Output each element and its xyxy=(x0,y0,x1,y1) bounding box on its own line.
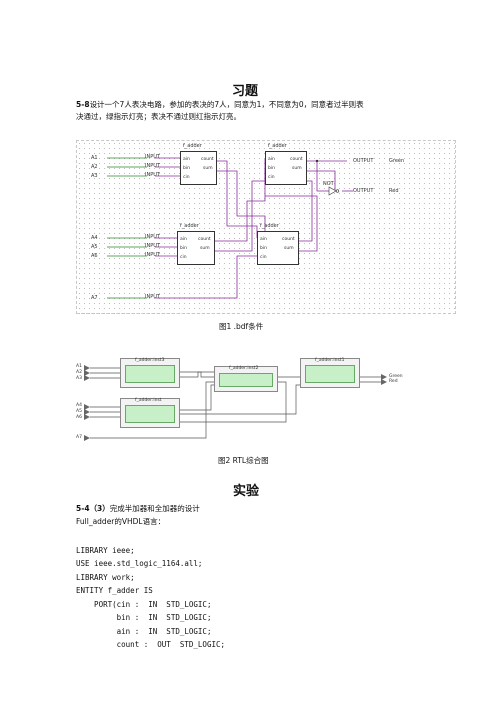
rtl-block-title: f_adder:inst3 xyxy=(135,358,165,363)
rtl-diagram: A1 A2 A3 A4 A5 A6 A7 f_adder:inst3 f_add… xyxy=(76,352,426,448)
exercise-label: 5-8 xyxy=(76,100,90,109)
pin-cin: cin xyxy=(260,255,267,260)
rtl-block-title: f_adder:inst2 xyxy=(229,366,259,371)
input-a6-label: A6 xyxy=(91,253,98,259)
pin-ain: ain xyxy=(180,237,187,242)
pin-ain: ain xyxy=(183,157,190,162)
bdf-wires xyxy=(107,157,353,299)
exercise-paragraph: 5-8设计一个7人表决电路，参加的表决的7人，同意为1，不同意为0，同意者过半则… xyxy=(76,99,456,123)
input-tag: INPUT xyxy=(145,252,160,258)
f-adder-block-inst1: f_adder ain bin cin count sum xyxy=(177,223,215,265)
code-line: LIBRARY ieee; xyxy=(76,545,135,555)
caption-figure-1: 图1 .bdf条件 xyxy=(219,322,264,331)
vhdl-code: LIBRARY ieee; USE ieee.std_logic_1164.all… xyxy=(76,530,225,665)
code-line: LIBRARY work; xyxy=(76,572,135,582)
code-line: count : OUT STD_LOGIC; xyxy=(76,640,226,649)
rtl-block-inst1: f_adder:inst1 xyxy=(300,358,360,388)
exercise-text-line1: 设计一个7人表决电路，参加的表决的7人，同意为1，不同意为0，同意者过半则表 xyxy=(89,100,364,109)
rtl-block-title: f_adder:inst1 xyxy=(315,358,345,363)
input-tag: INPUT xyxy=(145,163,160,169)
pin-count: count xyxy=(201,157,214,162)
pin-sum: sum xyxy=(284,246,294,251)
code-line: PORT(cin : IN STD_LOGIC; xyxy=(76,599,212,609)
rtl-input-a4: A4 xyxy=(76,403,82,408)
output-red-label: Red xyxy=(389,188,399,194)
experiment-subtitle: Full_adder的VHDL语言： xyxy=(76,517,166,526)
rtl-block-title: f_adder:inst xyxy=(135,398,162,403)
experiment-text: 完成半加器和全加器的设计 xyxy=(109,504,200,513)
code-line: ENTITY f_adder IS xyxy=(76,586,153,595)
input-a7-label: A7 xyxy=(91,295,98,301)
heading-experiment: 实验 xyxy=(233,484,260,499)
rtl-input-a7: A7 xyxy=(76,435,82,440)
code-line: bin : IN STD_LOGIC; xyxy=(76,613,212,622)
rtl-input-a3: A3 xyxy=(76,376,82,381)
pin-bin: bin xyxy=(268,166,275,171)
pin-sum: sum xyxy=(200,246,210,251)
experiment-line: 5-4（3）完成半加器和全加器的设计 xyxy=(76,503,200,515)
f-adder-block-inst3: f_adder ain bin cin count sum xyxy=(257,223,299,265)
pin-cin: cin xyxy=(180,255,187,260)
pin-ain: ain xyxy=(268,157,275,162)
pin-cin: cin xyxy=(268,175,275,180)
output-tag: OUTPUT xyxy=(353,158,374,164)
pin-cin: cin xyxy=(183,175,190,180)
pin-count: count xyxy=(198,237,211,242)
pin-count: count xyxy=(282,237,295,242)
experiment-label: 5-4（3） xyxy=(76,504,110,513)
caption-figure-2: 图2 RTL综合图 xyxy=(218,456,269,465)
rtl-block-inst3: f_adder:inst3 xyxy=(120,358,180,388)
input-a4-label: A4 xyxy=(91,235,98,241)
exercise-text-line2: 决通过，绿指示灯亮；表决不通过则红指示灯亮。 xyxy=(76,112,241,121)
pin-sum: sum xyxy=(203,166,213,171)
rtl-block-inst2: f_adder:inst2 xyxy=(214,366,278,392)
rtl-input-a1: A1 xyxy=(76,364,82,369)
input-tag: INPUT xyxy=(145,154,160,160)
pin-count: count xyxy=(290,157,303,162)
input-tag: INPUT xyxy=(145,234,160,240)
rtl-input-a2: A2 xyxy=(76,370,82,375)
pin-bin: bin xyxy=(180,246,187,251)
f-adder-block-inst: f_adder ain bin cin count sum xyxy=(180,143,217,185)
output-tag: OUTPUT xyxy=(353,188,374,194)
output-green-label: Green xyxy=(389,158,405,164)
rtl-output-green: Green xyxy=(389,374,403,379)
input-tag: INPUT xyxy=(145,243,160,249)
code-line: USE ieee.std_logic_1164.all; xyxy=(76,559,203,568)
pin-bin: bin xyxy=(183,166,190,171)
rtl-output-red: Red xyxy=(389,379,398,384)
input-tag: INPUT xyxy=(145,172,160,178)
block-title: f_adder xyxy=(260,223,279,229)
bdf-schematic: A1 A2 A3 A4 A5 A6 A7 INPUT INPUT INPUT I… xyxy=(76,140,456,314)
rtl-wires xyxy=(84,365,387,441)
heading-exercises: 习题 xyxy=(232,84,259,99)
not-gate-label: NOT xyxy=(323,181,334,187)
code-line: ain : IN STD_LOGIC; xyxy=(76,626,212,636)
input-a2-label: A2 xyxy=(91,164,98,170)
block-title: f_adder xyxy=(268,143,287,149)
f-adder-block-inst2: f_adder ain bin cin count sum xyxy=(265,143,307,185)
input-a1-label: A1 xyxy=(91,155,98,161)
pin-ain: ain xyxy=(260,237,267,242)
rtl-input-a5: A5 xyxy=(76,409,82,414)
pin-bin: bin xyxy=(260,246,267,251)
input-tag: INPUT xyxy=(145,294,160,300)
input-a5-label: A5 xyxy=(91,244,98,250)
block-title: f_adder xyxy=(183,143,202,149)
block-title: f_adder xyxy=(180,223,199,229)
pin-sum: sum xyxy=(292,166,302,171)
input-a3-label: A3 xyxy=(91,173,98,179)
rtl-block-inst: f_adder:inst xyxy=(120,398,180,428)
rtl-input-a6: A6 xyxy=(76,415,82,420)
